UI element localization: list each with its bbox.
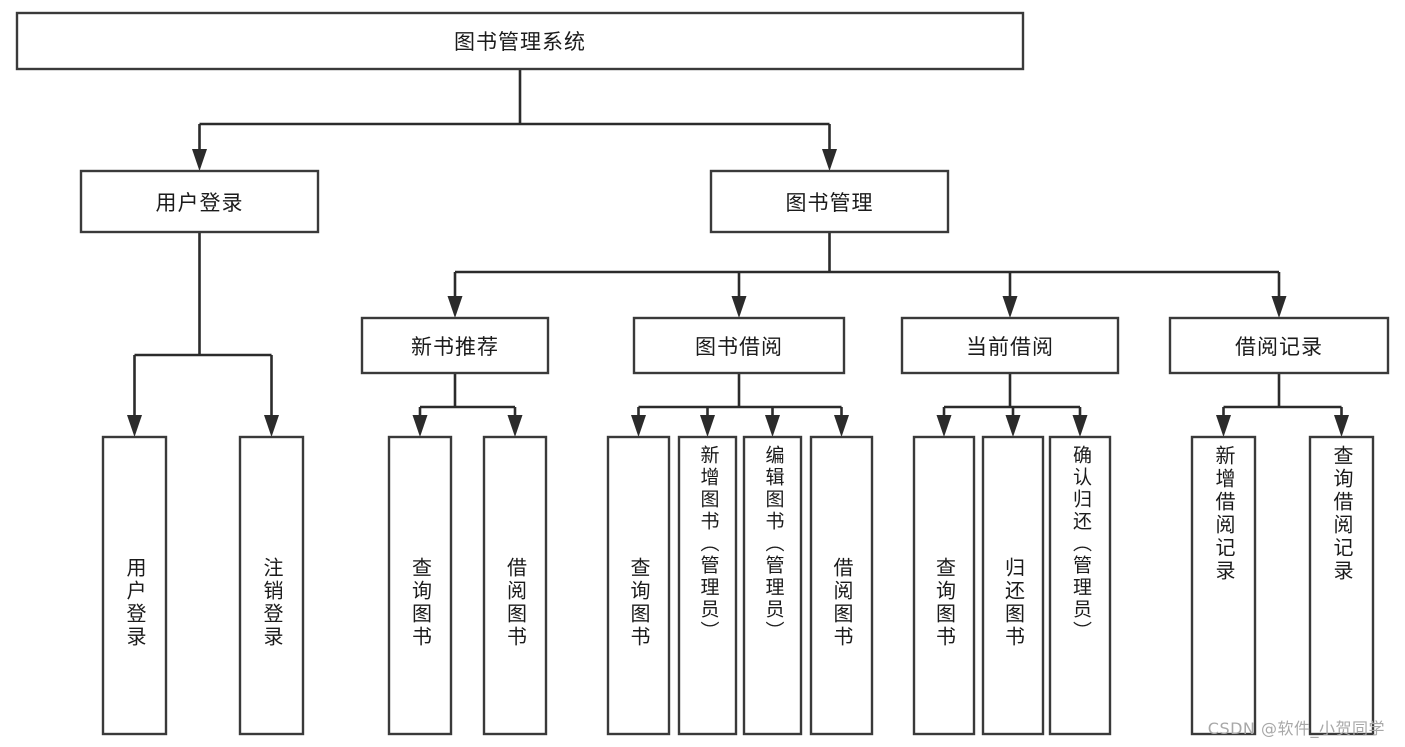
arrow-head-leaf-query-book-borrow bbox=[631, 415, 646, 437]
node-box-leaf-query-borrow-record[interactable] bbox=[1308, 435, 1375, 736]
arrow-head-leaf-query-book-recommend bbox=[412, 415, 428, 437]
arrow-head-leaf-add-borrow-record bbox=[1216, 415, 1231, 437]
arrow-head-leaf-logout-login bbox=[264, 415, 279, 437]
node-box-leaf-borrow-book[interactable] bbox=[809, 435, 874, 736]
node-box-leaf-confirm-return-admin[interactable] bbox=[1048, 435, 1112, 736]
arrow-head-user-login bbox=[192, 149, 207, 171]
arrow-head-leaf-borrow-book bbox=[834, 415, 849, 437]
arrow-head-book-borrow bbox=[731, 296, 747, 318]
node-box-leaf-query-book-borrow[interactable] bbox=[606, 435, 671, 736]
arrow-head-leaf-return-book bbox=[1005, 415, 1021, 437]
node-box-book-borrow[interactable] bbox=[632, 316, 846, 375]
node-box-leaf-add-borrow-record[interactable] bbox=[1190, 435, 1257, 736]
arrow-head-book-management bbox=[822, 149, 837, 171]
watermark-text: CSDN @软件_小贺同学 bbox=[1207, 719, 1385, 738]
node-box-current-borrow[interactable] bbox=[900, 316, 1120, 375]
arrow-head-leaf-query-borrow-record bbox=[1334, 415, 1349, 437]
arrow-head-leaf-confirm-return-admin bbox=[1072, 415, 1088, 437]
arrow-head-leaf-borrow-book-recommend bbox=[507, 415, 523, 437]
arrow-head-new-book-recommend bbox=[447, 296, 463, 318]
node-box-leaf-logout-login[interactable] bbox=[238, 435, 305, 736]
arrow-head-borrow-record bbox=[1271, 296, 1287, 318]
arrow-head-leaf-query-book-current bbox=[936, 415, 952, 437]
arrow-head-leaf-edit-book-admin bbox=[765, 415, 780, 437]
node-box-user-login[interactable] bbox=[79, 169, 320, 234]
arrow-head-leaf-add-book-admin bbox=[700, 415, 715, 437]
node-box-book-management[interactable] bbox=[709, 169, 950, 234]
arrow-head-leaf-user-login bbox=[127, 415, 142, 437]
arrow-head-current-borrow bbox=[1002, 296, 1018, 318]
node-box-borrow-record[interactable] bbox=[1168, 316, 1390, 375]
node-box-leaf-query-book-current[interactable] bbox=[912, 435, 976, 736]
node-box-new-book-recommend[interactable] bbox=[360, 316, 550, 375]
node-box-leaf-user-login[interactable] bbox=[101, 435, 168, 736]
node-box-leaf-edit-book-admin[interactable] bbox=[742, 435, 803, 736]
node-box-leaf-return-book[interactable] bbox=[981, 435, 1045, 736]
node-box-leaf-borrow-book-recommend[interactable] bbox=[482, 435, 548, 736]
node-box-leaf-add-book-admin[interactable] bbox=[677, 435, 738, 736]
node-box-leaf-query-book-recommend[interactable] bbox=[387, 435, 453, 736]
connectors-layer bbox=[127, 69, 1349, 437]
boxes-layer bbox=[15, 11, 1390, 736]
node-box-root[interactable] bbox=[15, 11, 1025, 71]
